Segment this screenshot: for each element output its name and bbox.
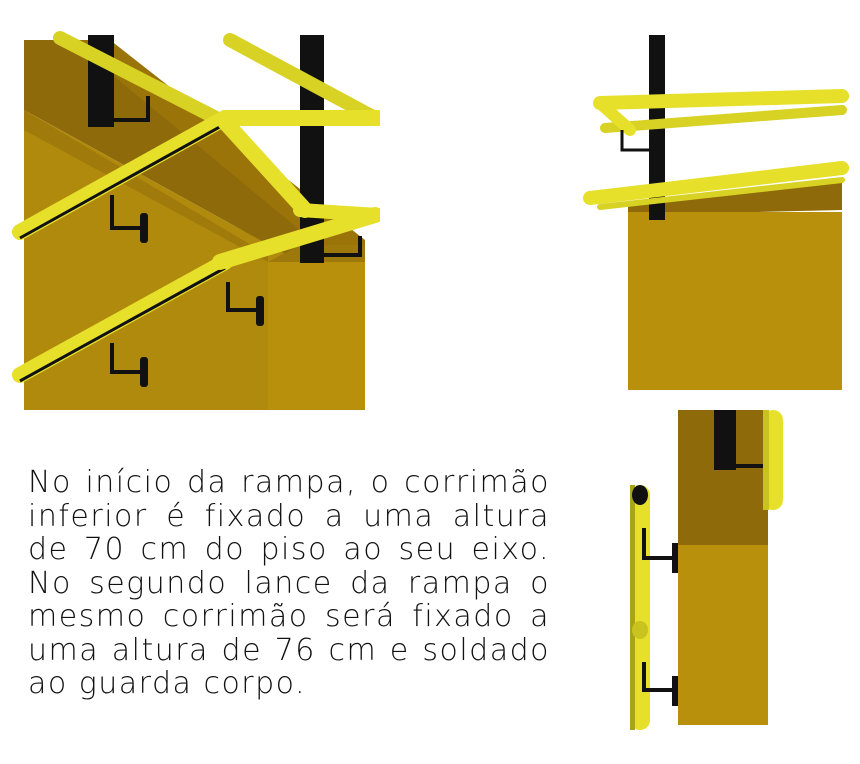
- handrail-detail-view: [600, 400, 800, 730]
- lower-handrail: [12, 254, 233, 383]
- detail-bracket-1: [642, 528, 672, 560]
- detail-upper-rail-shade: [763, 410, 769, 510]
- bracket-2: [110, 343, 140, 374]
- upper-handrail-end: [217, 114, 313, 218]
- top-handrail-back: [53, 31, 227, 127]
- bracket-1: [110, 195, 140, 230]
- side-top-rail-a: [593, 89, 849, 110]
- end-block-face: [268, 262, 365, 410]
- upper-handrail: [12, 110, 233, 240]
- detail-bracket-2: [642, 662, 672, 692]
- detail-bracket-1-plate: [672, 543, 678, 573]
- detail-lower-rail-shade: [630, 485, 635, 730]
- bracket-1-plate: [140, 213, 148, 243]
- ramp-side-view: [560, 0, 860, 400]
- welded-diagonal: [293, 203, 380, 222]
- side-lower-rail-b: [597, 177, 845, 210]
- bracket-2-plate: [140, 357, 148, 387]
- bracket-4: [114, 96, 150, 122]
- lower-handrail-shade: [19, 266, 226, 383]
- ramp-perspective-view: [0, 0, 380, 420]
- detail-wall-lower: [678, 545, 768, 725]
- detail-rail-joint-2: [632, 621, 648, 639]
- side-wall-face: [628, 212, 842, 390]
- side-top-rail-b: [600, 105, 847, 133]
- side-lower-rail: [583, 161, 849, 205]
- side-view-drawing: [583, 35, 849, 390]
- bracket-3: [226, 282, 256, 312]
- bracket-3-plate: [256, 296, 264, 326]
- wall-shadow-band: [24, 110, 268, 262]
- detail-post: [714, 410, 736, 470]
- description-text: No início da rampa, o corrimão inferior …: [28, 465, 550, 701]
- bracket-5: [324, 236, 362, 257]
- detail-rail-joint-1: [632, 485, 648, 505]
- side-top-rail-join: [594, 97, 636, 136]
- side-bracket: [620, 130, 649, 152]
- lower-handrail-rise: [212, 207, 380, 270]
- top-handrail-back2: [223, 33, 380, 125]
- ramp-perspective-drawing: [12, 31, 380, 410]
- upper-handrail-shade: [19, 122, 226, 240]
- detail-drawing: [630, 410, 783, 730]
- detail-bracket-2-plate: [672, 676, 678, 706]
